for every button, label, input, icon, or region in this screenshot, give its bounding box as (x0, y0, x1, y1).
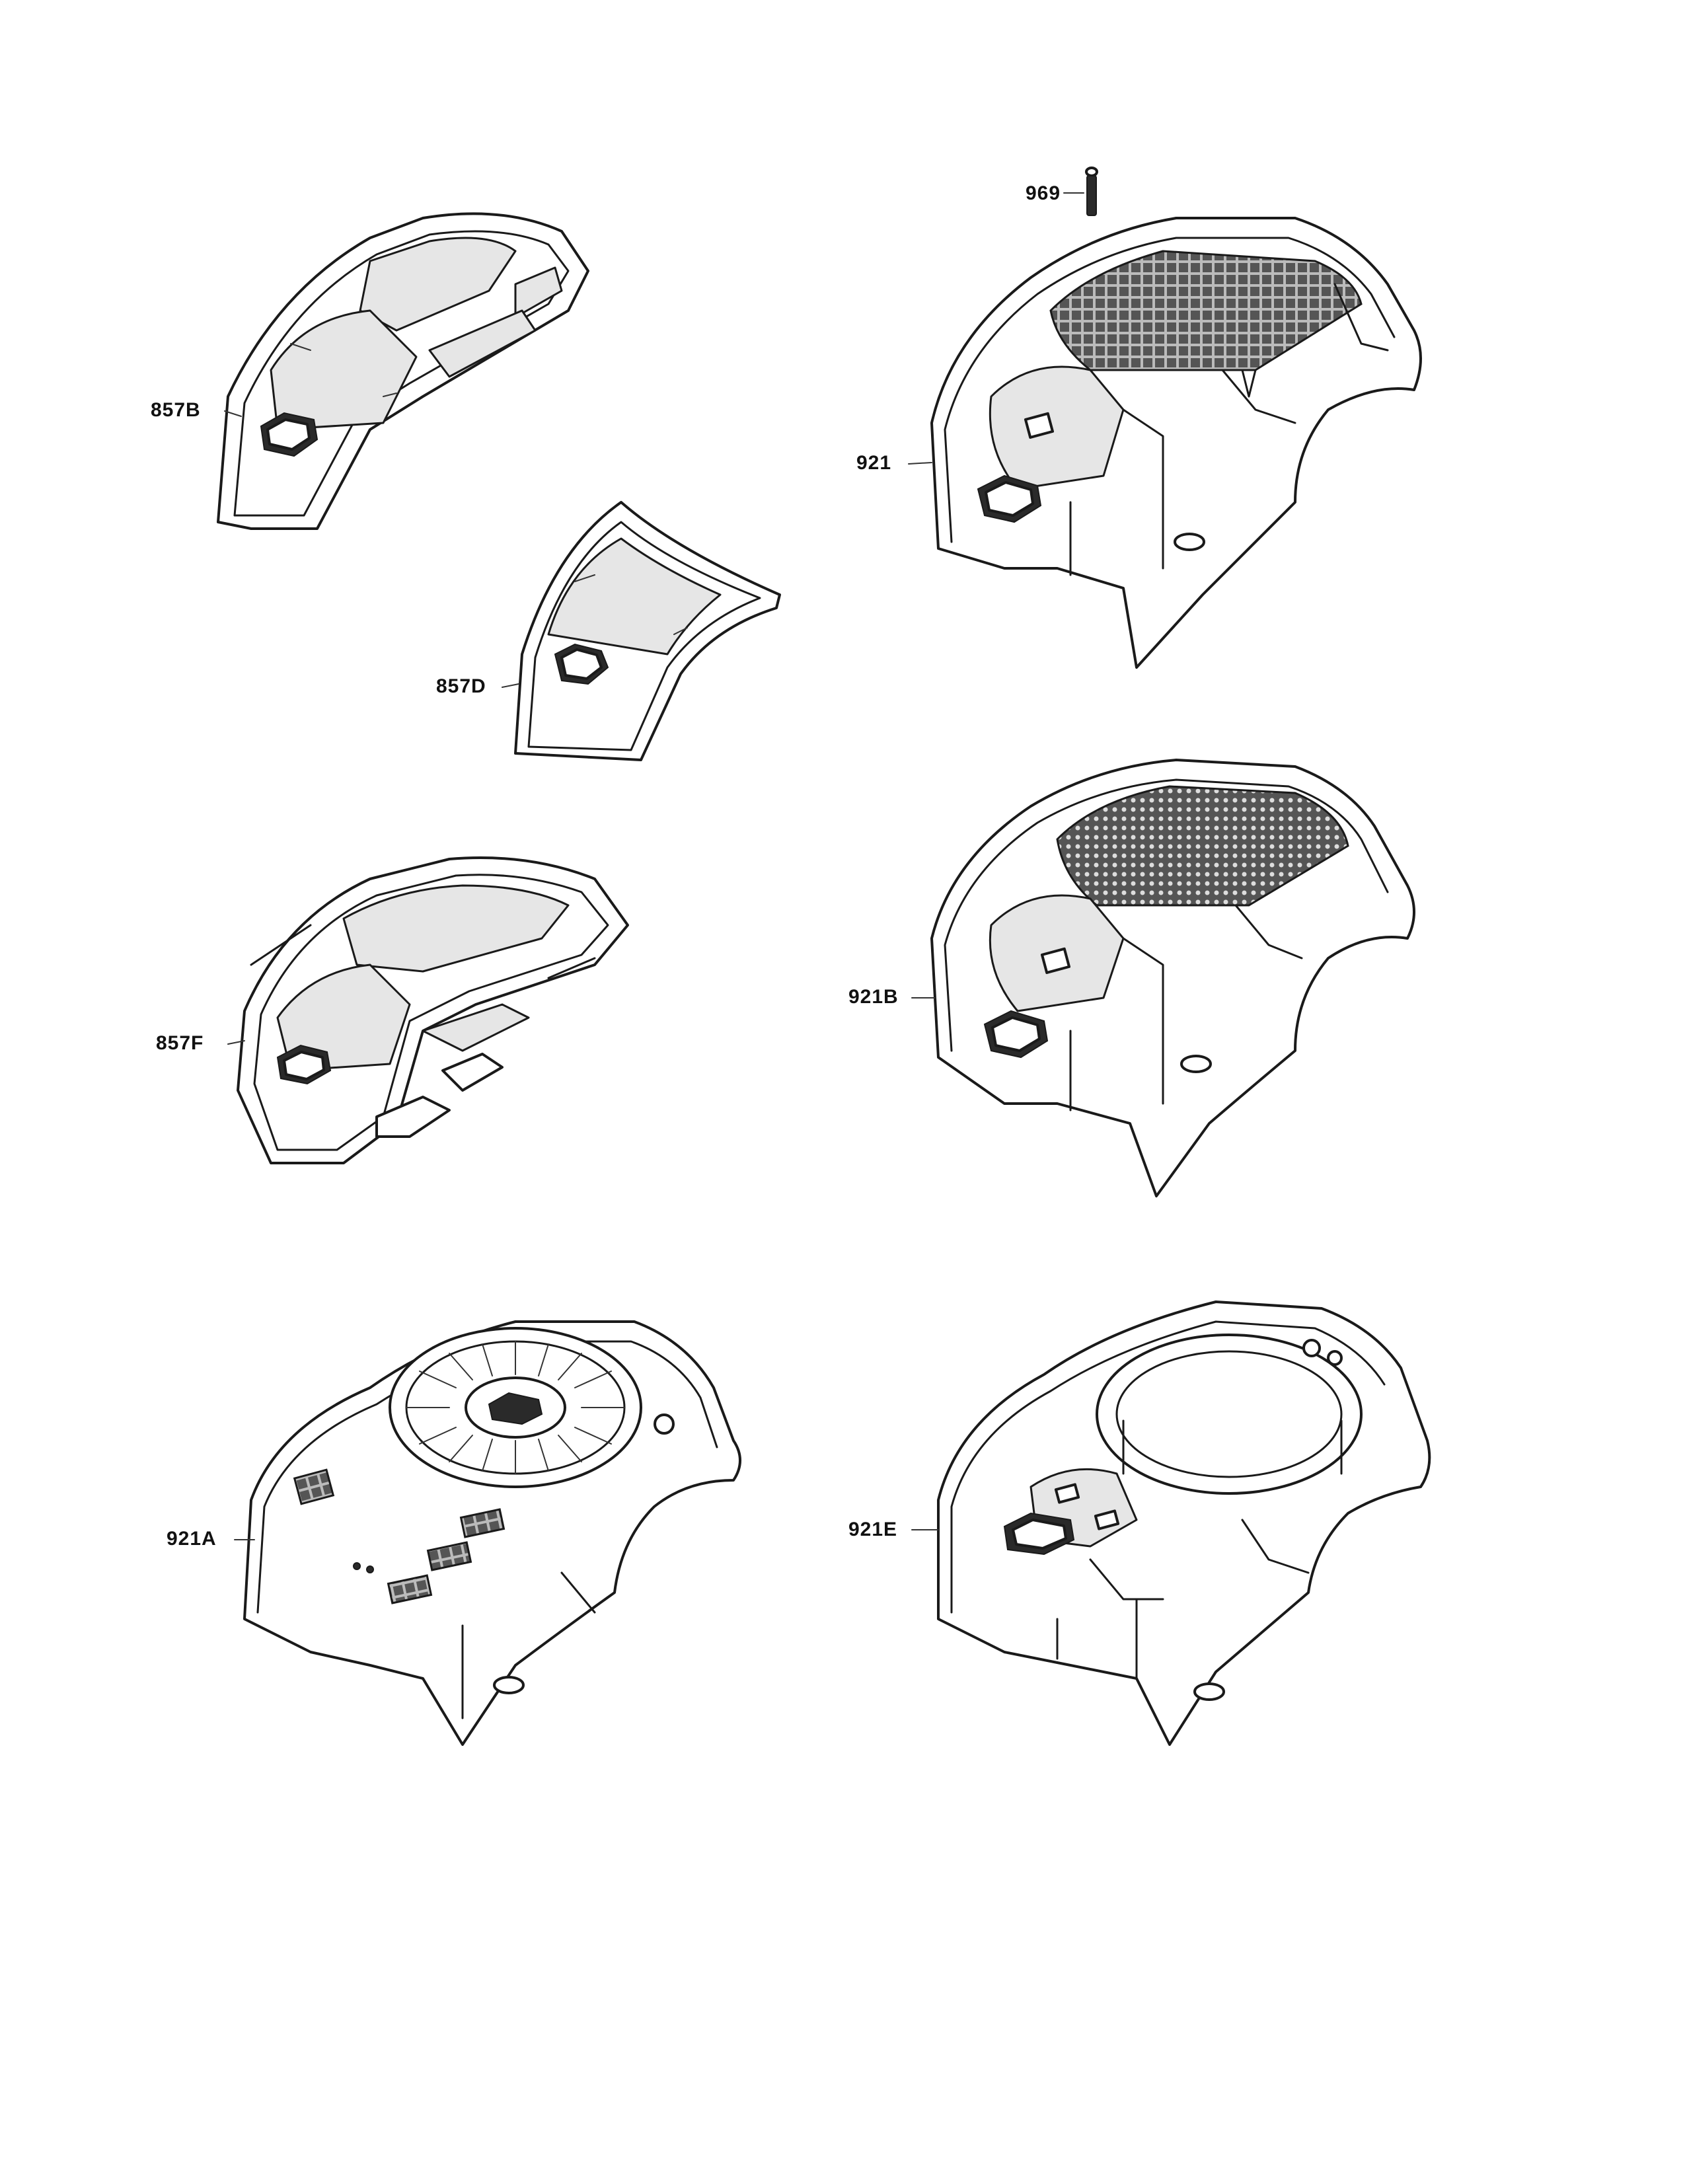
part-921-drawing (930, 217, 1422, 669)
part-857b-drawing (217, 212, 589, 530)
part-857d-drawing (514, 501, 781, 761)
part-921a-drawing (243, 1320, 741, 1746)
label-921: 921 (856, 452, 892, 474)
part-921e-drawing (937, 1300, 1431, 1746)
label-857d: 857D (436, 675, 486, 697)
label-857f: 857F (156, 1032, 204, 1054)
label-969: 969 (1026, 182, 1061, 204)
part-857f-drawing (237, 856, 629, 1164)
leader-lines (224, 192, 1084, 1540)
part-969-drawing (1085, 167, 1098, 216)
label-921e: 921E (848, 1519, 898, 1540)
label-857b: 857B (151, 399, 201, 421)
part-921b-drawing (930, 759, 1415, 1197)
label-921a: 921A (167, 1528, 217, 1550)
label-921b: 921B (848, 986, 899, 1008)
